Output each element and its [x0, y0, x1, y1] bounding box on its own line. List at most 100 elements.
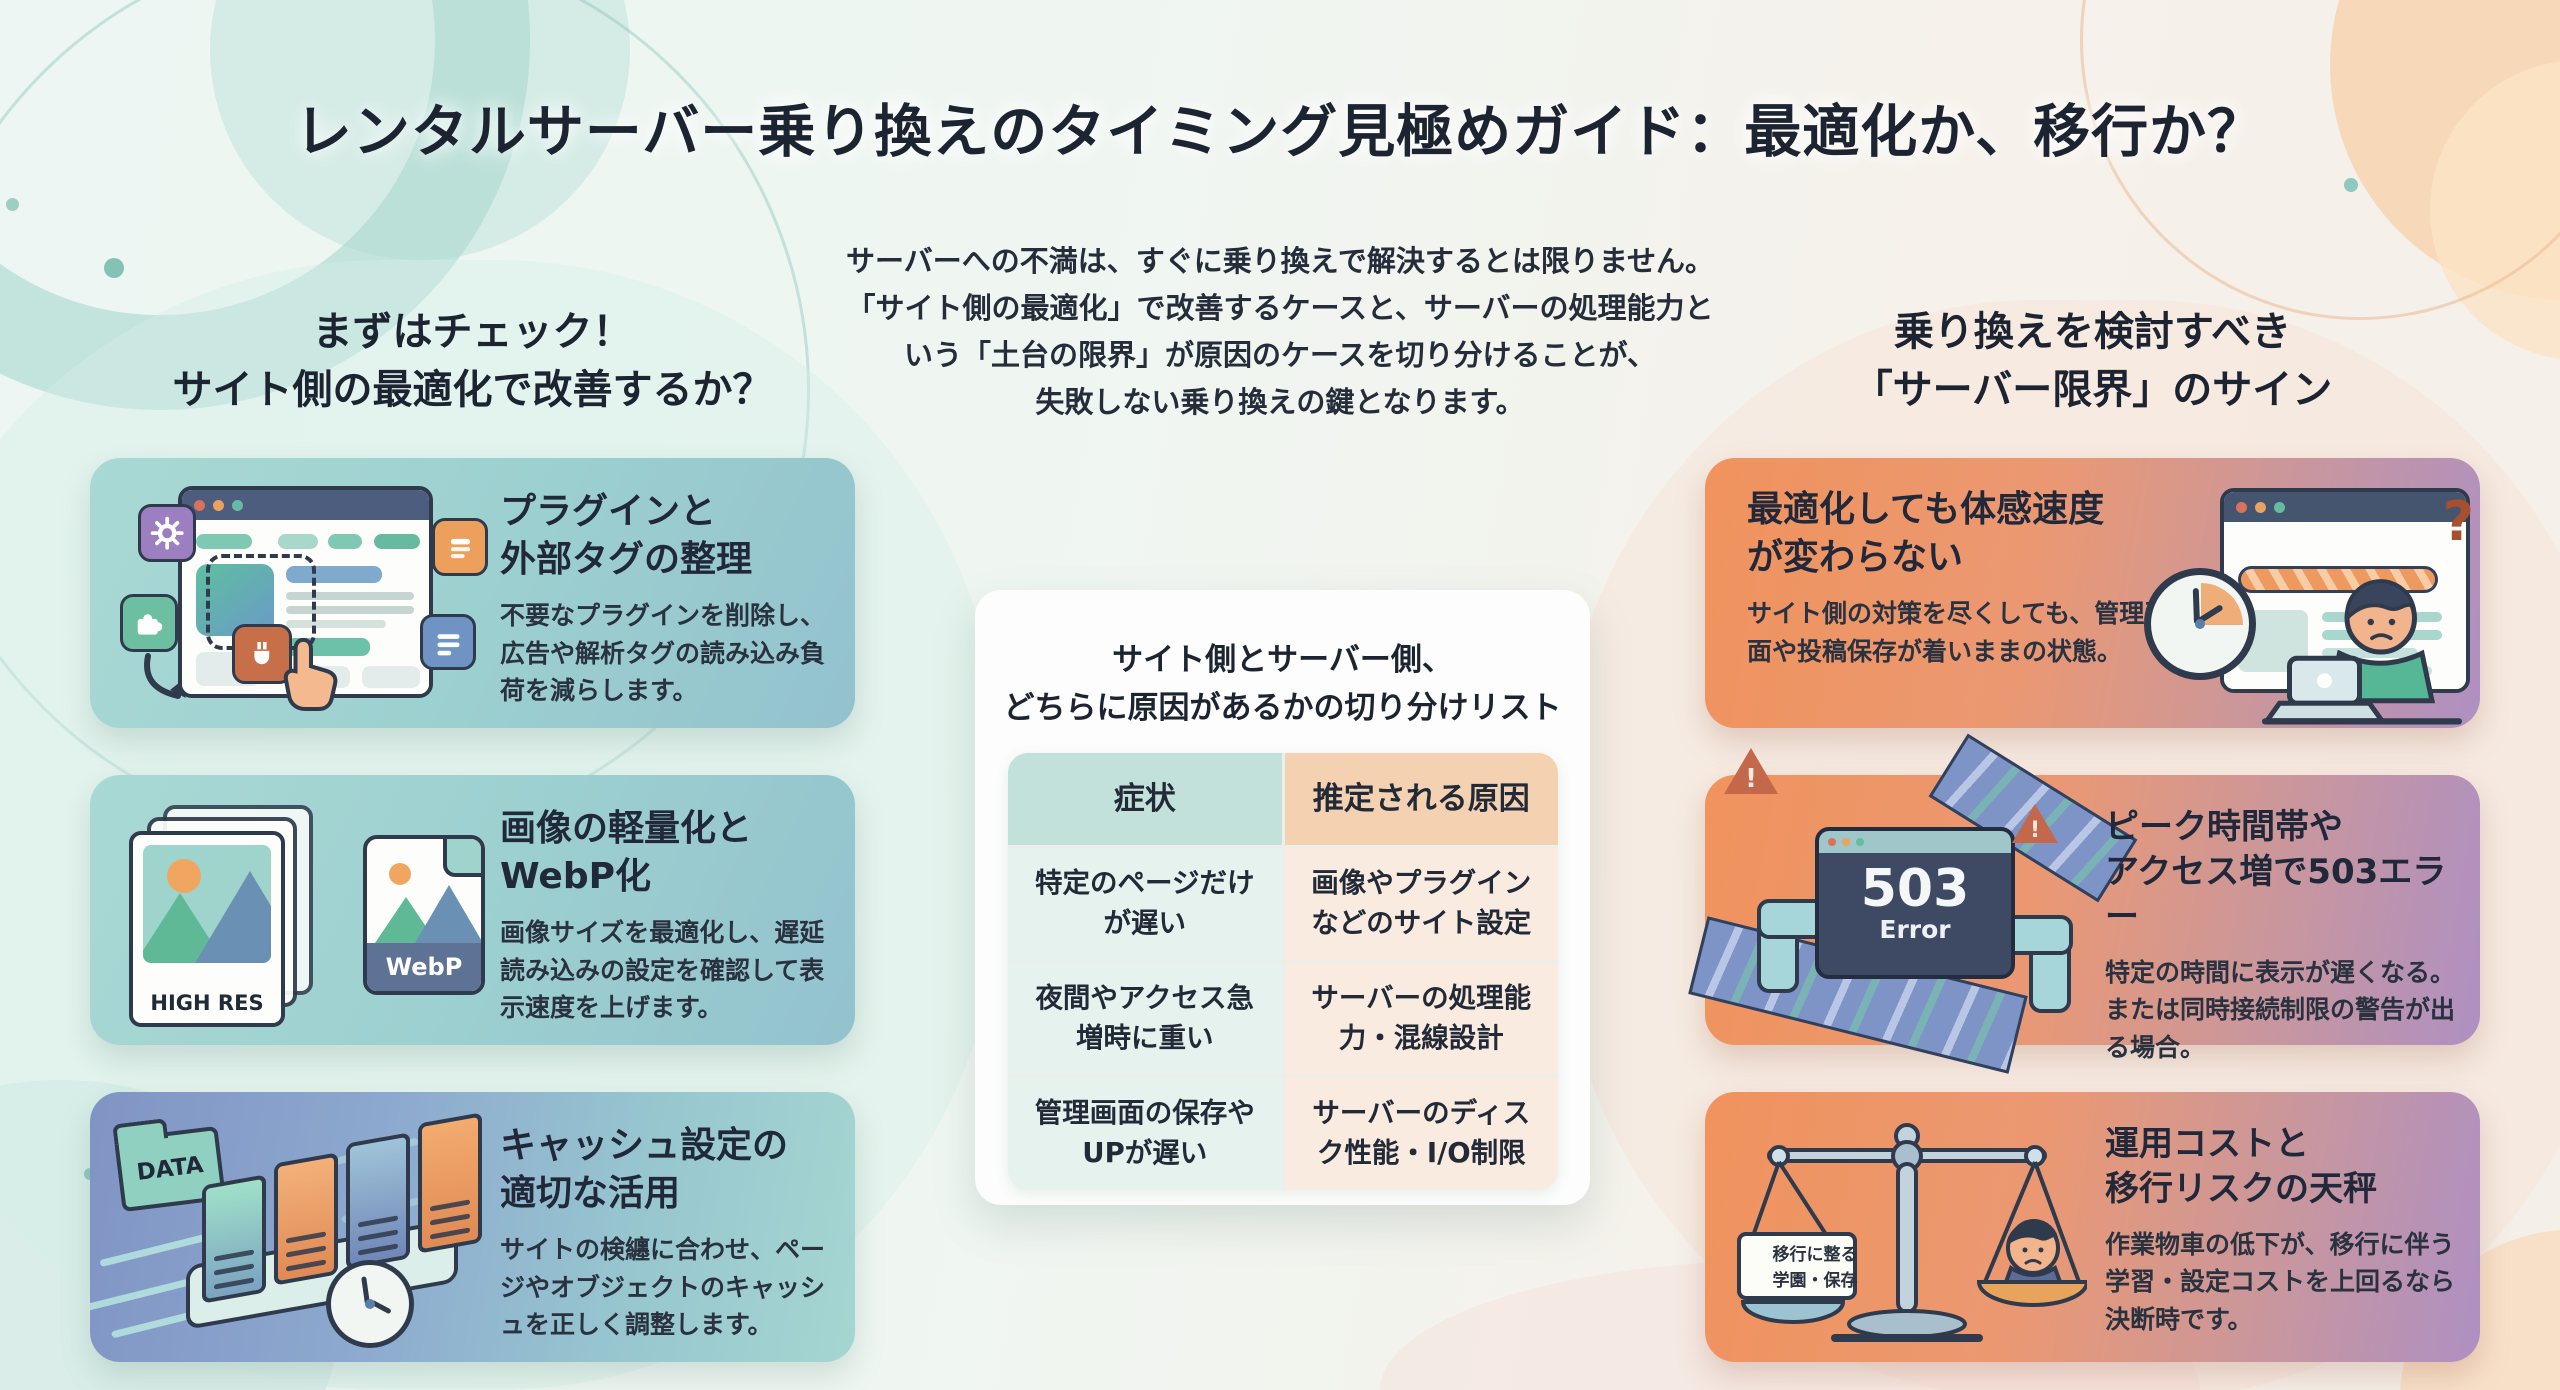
card-text: 画像の軽量化と WebP化 画像サイズを最適化し、遅延読み込みの設定を確認して表…: [500, 805, 830, 1027]
card-body: 画像サイズを最適化し、遅延読み込みの設定を確認して表示速度を上げます。: [500, 918, 825, 1023]
balance-scale-icon: [1737, 1123, 2090, 1342]
clock-icon: [2144, 568, 2256, 680]
table-cell-symptom-3: 管理画面の保存やUPが遅い: [1008, 1078, 1282, 1190]
card-title-line: 最適化しても体感速度: [1747, 489, 2105, 530]
list-icon: [420, 614, 476, 670]
card-title-line: 運用コストと: [2105, 1124, 2309, 1164]
card-plugin-cleanup: プラグインと 外部タグの整理 不要なプラグインを削除し、広告や解析タグの読み込み…: [90, 458, 855, 728]
server-tower-icon: [202, 1174, 266, 1304]
error-code-label: 503: [1860, 859, 1970, 919]
intro-line: いう「土台の限界」が原因のケースを切り分けることが、: [904, 337, 1656, 372]
browser-titlebar: [2224, 492, 2466, 522]
browser-titlebar: [182, 490, 429, 520]
image-webp-illustration: HIGH RES WebP: [115, 793, 485, 1028]
decor-dot: [6, 198, 19, 211]
server-tower-icon: [346, 1132, 410, 1270]
question-mark-icon: ?: [2442, 490, 2474, 553]
diagnosis-panel: サイト側とサーバー側、 どちらに原因があるかの切り分けリスト 症状 推定される原…: [975, 590, 1590, 1205]
error-text-label: Error: [1879, 915, 1951, 944]
warning-mark: !: [2029, 817, 2041, 844]
card-body: 作業物車の低下が、移行に伴う学習・設定コストを上回るなら決断時です。: [2105, 1229, 2456, 1334]
table-cell-cause-1: 画像やプラグインなどのサイト設定: [1284, 848, 1558, 960]
worried-person-illustration: [2262, 579, 2462, 725]
browser-plugins-illustration: [120, 476, 488, 712]
card-title: 運用コストと 移行リスクの天秤: [2105, 1122, 2460, 1212]
card-title-line: アクセス増で503エラー: [2105, 851, 2447, 937]
decor-dot: [2344, 178, 2358, 192]
card-text: 運用コストと 移行リスクの天秤 作業物車の低下が、移行に伴う学習・設定コストを上…: [2105, 1122, 2460, 1338]
slow-site-illustration: ?: [2144, 472, 2480, 728]
error-screen-icon: 503 Error: [1815, 827, 2015, 979]
card-text: キャッシュ設定の 適切な活用 サイトの検纏に合わせ、ページやオブジェクトのキャッ…: [500, 1122, 830, 1344]
photo-front-icon: HIGH RES: [129, 831, 285, 1027]
left-column-heading: まずはチェック！ サイト側の最適化で改善するか？: [90, 303, 855, 419]
card-body: サイト側の対策を尽くしても、管理画面や投稿保存が着いままの状態。: [1747, 599, 2170, 666]
warning-mark: !: [1745, 764, 1757, 794]
scale-sign-line1: 移行に整る: [1772, 1245, 1858, 1265]
webp-label: WebP: [367, 943, 481, 991]
card-body: 不要なプラグインを削除し、広告や解析タグの読み込み負荷を減らします。: [500, 601, 826, 706]
table-header-cause: 推定される原因: [1284, 753, 1558, 845]
card-title-line: キャッシュ設定の: [500, 1125, 789, 1166]
card-title-line: WebP化: [500, 855, 651, 897]
card-title-line: が変わらない: [1747, 536, 1964, 578]
card-503-errors: 503 Error ! ! ピーク時間帯や アクセス増で503エラー 特定の時間…: [1688, 733, 2480, 1074]
card-title-line: 適切な活用: [500, 1172, 681, 1214]
ad-tag-icon: [432, 518, 488, 576]
card-still-slow: 最適化しても体感速度 が変わらない サイト側の対策を尽くしても、管理画面や投稿保…: [1705, 458, 2480, 728]
diagnosis-heading: サイト側とサーバー側、 どちらに原因があるかの切り分けリスト: [975, 636, 1590, 732]
intro-paragraph: サーバーへの不満は、すぐに乗り換えで解決するとは限りません。 「サイト側の最適化…: [0, 238, 2560, 426]
card-text: プラグインと 外部タグの整理 不要なプラグインを削除し、広告や解析タグの読み込み…: [500, 488, 830, 710]
card-title-line: 画像の軽量化と: [500, 808, 753, 849]
table-cell-symptom-2: 夜間やアクセス急増時に重い: [1008, 963, 1282, 1075]
error-503-illustration: 503 Error ! !: [1688, 733, 2138, 1074]
drag-arrow-icon: [144, 653, 186, 699]
right-column-heading: 乗り換えを検討すべき 「サーバー限界」のサイン: [1705, 303, 2480, 419]
hand-cursor-icon: [283, 637, 338, 712]
card-title: 最適化しても体感速度 が変わらない: [1747, 486, 2182, 581]
card-title-line: プラグインと: [500, 491, 717, 532]
table-header-symptom: 症状: [1008, 753, 1282, 845]
webp-file-icon: WebP: [363, 835, 485, 995]
intro-line: サーバーへの不満は、すぐに乗り換えで解決するとは限りません。: [846, 244, 1714, 278]
card-image-webp: HIGH RES WebP 画像の軽量化と WebP化 画像サイズを最適化し、遅…: [90, 775, 855, 1045]
plugin-icon: [232, 624, 292, 684]
card-body: 特定の時間に表示が遅くなる。または同時接続制限の警告が出る場合。: [2105, 957, 2456, 1062]
card-text: 最適化しても体感速度 が変わらない サイト側の対策を尽くしても、管理画面や投稿保…: [1747, 486, 2182, 670]
scale-sign-line2: 学園・保存: [1772, 1270, 1858, 1291]
gear-icon: [138, 504, 196, 562]
page-fold: [443, 839, 481, 877]
high-res-label: HIGH RES: [150, 991, 264, 1015]
puzzle-icon: [120, 594, 178, 652]
left-heading-line2: サイト側の最適化で改善するか？: [172, 367, 773, 413]
balance-scale-illustration: 移行に整る 学園・保存: [1727, 1100, 2092, 1356]
card-text: ピーク時間帯や アクセス増で503エラー 特定の時間に表示が遅くなる。または同時…: [2105, 805, 2460, 1066]
card-title-line: ピーク時間帯や: [2105, 807, 2343, 847]
card-body: サイトの検纏に合わせ、ページやオブジェクトのキャッシュを正しく調整します。: [500, 1235, 826, 1340]
cache-servers-illustration: DATA: [90, 1092, 490, 1362]
left-heading-line1: まずはチェック！: [312, 309, 633, 355]
server-tower-icon: [418, 1112, 482, 1254]
card-title-line: 外部タグの整理: [500, 538, 753, 580]
data-label: DATA: [135, 1152, 205, 1186]
clock-icon: [326, 1260, 414, 1348]
card-cache-settings: DATA キャッシュ設定の 適切な活用 サイトの検纏に合わせ、ページやオブジェク…: [90, 1092, 855, 1362]
table-cell-cause-2: サーバーの処理能力・混線設計: [1284, 963, 1558, 1075]
table-cell-cause-3: サーバーのディスク性能・I/O制限: [1284, 1078, 1558, 1190]
diagnosis-table: 症状 推定される原因 特定のページだけが遅い 画像やプラグインなどのサイト設定 …: [1008, 753, 1558, 1190]
card-title: キャッシュ設定の 適切な活用: [500, 1122, 830, 1217]
card-title: 画像の軽量化と WebP化: [500, 805, 830, 900]
server-tower-icon: [274, 1152, 338, 1286]
intro-line: 失敗しない乗り換えの鍵となります。: [1035, 384, 1525, 419]
card-title: プラグインと 外部タグの整理: [500, 488, 830, 583]
table-cell-symptom-1: 特定のページだけが遅い: [1008, 848, 1282, 960]
card-title-line: 移行リスクの天秤: [2105, 1168, 2377, 1209]
page-title: レンタルサーバー乗り換えのタイミング見極めガイド：最適化か、移行か？: [294, 99, 2266, 165]
right-heading-line2: 「サーバー限界」のサイン: [1852, 367, 2333, 413]
scale-sign-label: 移行に整る 学園・保存: [1759, 1243, 1871, 1294]
diagnosis-heading-line1: サイト側とサーバー側、: [1112, 642, 1453, 678]
diagnosis-heading-line2: どちらに原因があるかの切り分けリスト: [1003, 690, 1562, 727]
card-cost-risk-balance: 移行に整る 学園・保存 運用コストと 移行リスクの天秤 作業物車の低下が、移行に…: [1705, 1092, 2480, 1362]
card-title: ピーク時間帯や アクセス増で503エラー: [2105, 805, 2460, 940]
